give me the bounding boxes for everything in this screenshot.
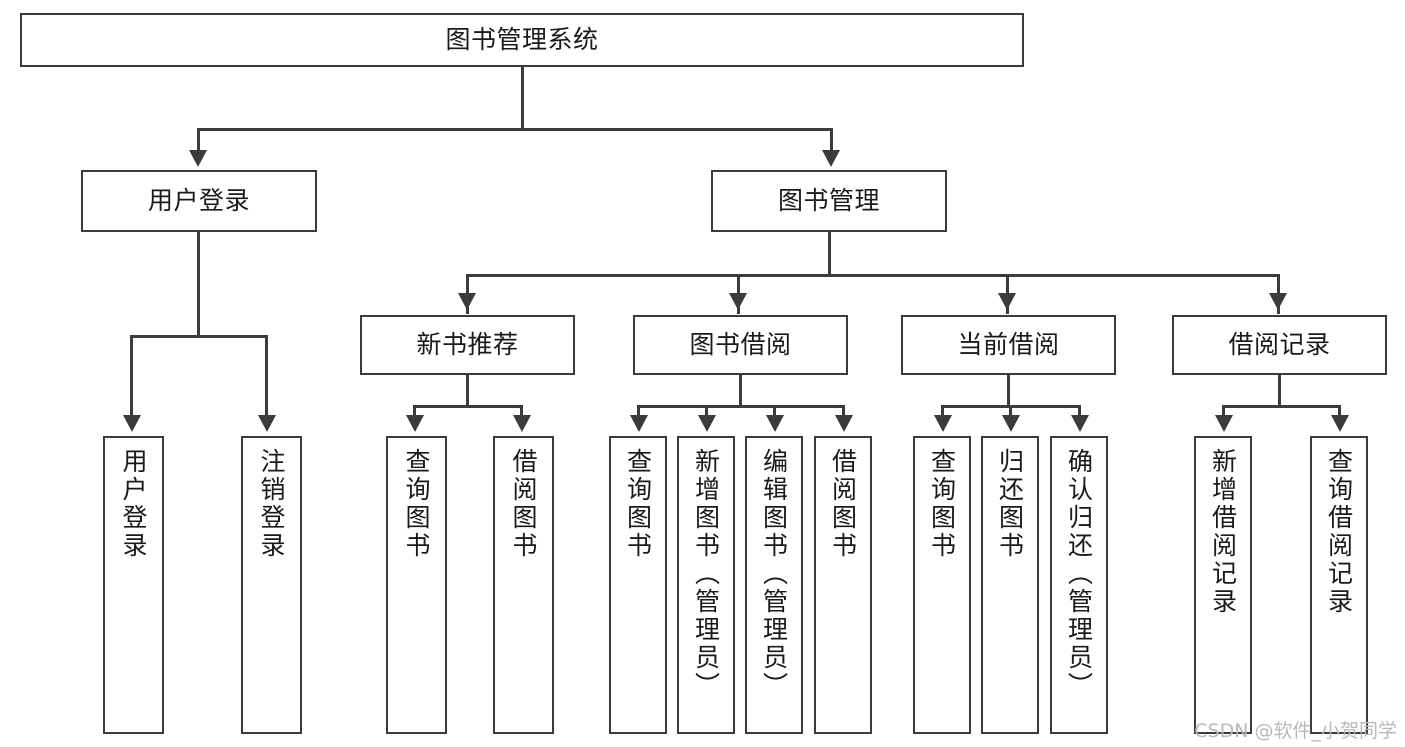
leaf-logout-label: 注销登录 — [257, 448, 286, 560]
arrowhead-new-book-rec — [458, 293, 476, 310]
arrowhead-bookborrow-leaf-3 — [766, 415, 784, 432]
leaf-borrow-edit-book-admin-label: 编辑图书（管理员） — [759, 448, 789, 700]
leaf-borrow-borrow-book[interactable]: 借阅图书 — [814, 436, 872, 734]
leaf-records-query-record[interactable]: 查询借阅记录 — [1310, 436, 1368, 734]
arrowhead-leaf-logout — [258, 415, 276, 432]
leaf-borrow-query-book-label: 查询图书 — [623, 448, 653, 560]
leaf-user-login[interactable]: 用户登录 — [103, 436, 164, 734]
connector-user-login-split-bar — [130, 335, 268, 338]
leaf-records-add-record[interactable]: 新增借阅记录 — [1194, 436, 1252, 734]
leaf-newbook-query-book[interactable]: 查询图书 — [386, 436, 447, 734]
leaf-records-query-record-label: 查询借阅记录 — [1324, 448, 1354, 616]
connector-records-trunk — [1278, 375, 1281, 407]
arrowhead-bookborrow-leaf-4 — [835, 415, 853, 432]
node-user-login-label: 用户登录 — [147, 186, 250, 216]
arrowhead-newbook-leaf-1 — [406, 415, 424, 432]
arrowhead-user-login — [189, 150, 207, 167]
connector-book-mgmt-trunk — [828, 232, 831, 277]
connector-root-split-bar — [197, 128, 833, 131]
node-book-borrow[interactable]: 图书借阅 — [633, 315, 848, 375]
connector-records-leaf-2 — [1338, 405, 1341, 419]
node-book-borrow-label: 图书借阅 — [689, 330, 792, 360]
arrowhead-currentborrow-leaf-1 — [934, 415, 952, 432]
connector-records-leaf-1 — [1222, 405, 1225, 419]
arrowhead-newbook-leaf-2 — [513, 415, 531, 432]
connector-bookborrow-leaf-3 — [773, 405, 776, 419]
leaf-newbook-borrow-book[interactable]: 借阅图书 — [493, 436, 554, 734]
leaf-borrow-add-book-admin-label: 新增图书（管理员） — [691, 448, 721, 700]
connector-userlogin-child-1 — [130, 335, 133, 419]
leaf-records-add-record-label: 新增借阅记录 — [1208, 448, 1238, 616]
leaf-borrow-add-book-admin[interactable]: 新增图书（管理员） — [677, 436, 735, 734]
connector-records-split-bar — [1222, 405, 1341, 408]
leaf-logout[interactable]: 注销登录 — [241, 436, 302, 734]
connector-root-to-book-mgmt — [830, 128, 833, 153]
arrowhead-borrow-records — [1269, 293, 1287, 310]
leaf-newbook-borrow-book-label: 借阅图书 — [509, 448, 538, 560]
connector-currentborrow-leaf-2 — [1009, 405, 1012, 419]
arrowhead-book-mgmt — [822, 150, 840, 167]
arrowhead-leaf-user-login — [123, 415, 141, 432]
connector-user-login-trunk — [197, 232, 200, 338]
connector-bookborrow-leaf-4 — [842, 405, 845, 419]
node-user-login[interactable]: 用户登录 — [81, 170, 317, 232]
leaf-borrow-edit-book-admin[interactable]: 编辑图书（管理员） — [745, 436, 803, 734]
arrowhead-currentborrow-leaf-2 — [1002, 415, 1020, 432]
connector-newbook-trunk — [466, 375, 469, 407]
watermark: CSDN @软件_小贺同学 — [1194, 720, 1397, 742]
node-current-borrow[interactable]: 当前借阅 — [901, 315, 1116, 375]
node-book-management[interactable]: 图书管理 — [711, 170, 947, 232]
connector-bookborrow-leaf-2 — [705, 405, 708, 419]
arrowhead-bookborrow-leaf-2 — [698, 415, 716, 432]
node-root-label: 图书管理系统 — [445, 25, 599, 55]
leaf-current-query-book-label: 查询图书 — [927, 448, 957, 560]
connector-currentborrow-leaf-3 — [1078, 405, 1081, 419]
arrowhead-book-borrow — [729, 293, 747, 310]
connector-userlogin-child-2 — [265, 335, 268, 419]
arrowhead-bookborrow-leaf-1 — [630, 415, 648, 432]
arrowhead-records-leaf-2 — [1331, 415, 1349, 432]
node-new-book-recommend-label: 新书推荐 — [416, 330, 519, 360]
connector-root-trunk — [521, 67, 524, 130]
connector-newbook-split-bar — [413, 405, 523, 408]
connector-root-to-user-login — [197, 128, 200, 153]
node-current-borrow-label: 当前借阅 — [957, 330, 1060, 360]
leaf-user-login-label: 用户登录 — [119, 448, 148, 560]
leaf-current-return-book[interactable]: 归还图书 — [981, 436, 1039, 734]
connector-currentborrow-leaf-1 — [941, 405, 944, 419]
connector-book-mgmt-split-bar — [466, 274, 1280, 277]
leaf-newbook-query-book-label: 查询图书 — [402, 448, 431, 560]
node-root[interactable]: 图书管理系统 — [20, 13, 1024, 67]
node-new-book-recommend[interactable]: 新书推荐 — [360, 315, 575, 375]
leaf-current-query-book[interactable]: 查询图书 — [913, 436, 971, 734]
node-borrow-records-label: 借阅记录 — [1228, 330, 1331, 360]
connector-bookborrow-leaf-1 — [637, 405, 640, 419]
arrowhead-current-borrow — [998, 293, 1016, 310]
leaf-current-return-book-label: 归还图书 — [995, 448, 1025, 560]
leaf-current-confirm-return-admin-label: 确认归还（管理员） — [1064, 448, 1094, 700]
arrowhead-records-leaf-1 — [1215, 415, 1233, 432]
connector-newbook-leaf-2 — [520, 405, 523, 419]
node-book-management-label: 图书管理 — [777, 186, 880, 216]
connector-bookborrow-trunk — [739, 375, 742, 407]
leaf-borrow-borrow-book-label: 借阅图书 — [828, 448, 858, 560]
connector-currentborrow-trunk — [1007, 375, 1010, 407]
arrowhead-currentborrow-leaf-3 — [1071, 415, 1089, 432]
leaf-borrow-query-book[interactable]: 查询图书 — [609, 436, 667, 734]
leaf-current-confirm-return-admin[interactable]: 确认归还（管理员） — [1050, 436, 1108, 734]
connector-newbook-leaf-1 — [413, 405, 416, 419]
node-borrow-records[interactable]: 借阅记录 — [1172, 315, 1387, 375]
connector-bookborrow-split-bar — [637, 405, 845, 408]
